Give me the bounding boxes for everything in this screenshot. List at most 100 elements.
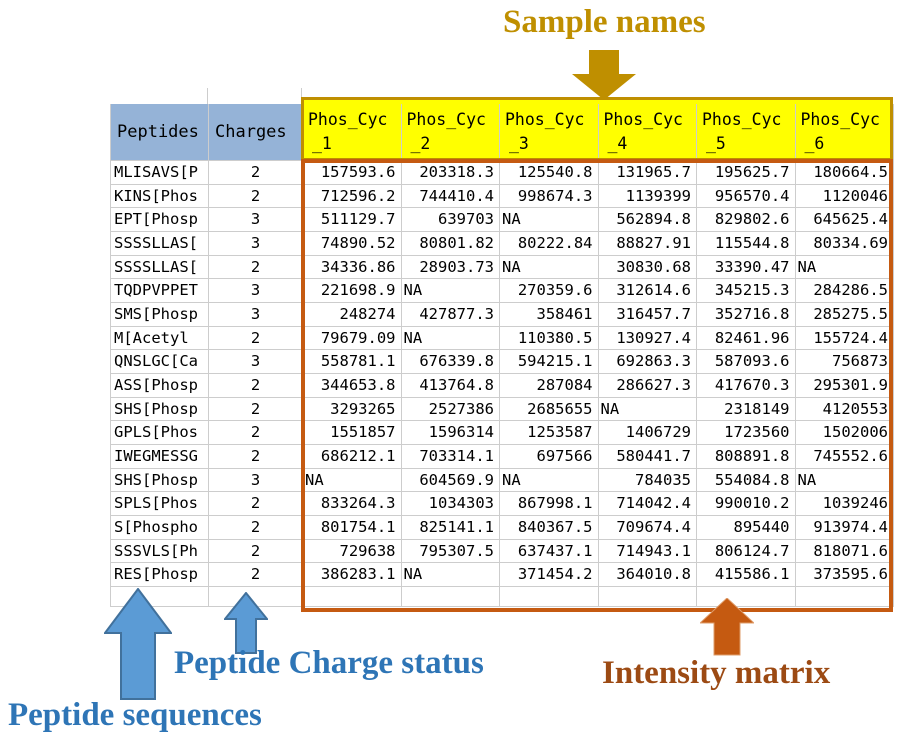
- charge-cell[interactable]: 2: [209, 161, 303, 185]
- peptide-cell[interactable]: S[Phospho: [111, 515, 209, 540]
- intensity-cell[interactable]: 248274: [303, 302, 402, 327]
- intensity-cell[interactable]: 352716.8: [697, 302, 796, 327]
- intensity-cell[interactable]: 413764.8: [401, 373, 500, 398]
- charge-cell[interactable]: 2: [209, 492, 303, 516]
- intensity-cell[interactable]: 34336.86: [303, 255, 402, 280]
- intensity-cell[interactable]: 558781.1: [303, 350, 402, 374]
- intensity-cell[interactable]: 373595.6: [795, 563, 894, 587]
- peptide-cell[interactable]: SHS[Phosp: [111, 468, 209, 493]
- intensity-cell[interactable]: 130927.4: [598, 326, 697, 351]
- intensity-cell[interactable]: 1253587: [500, 421, 599, 445]
- intensity-cell[interactable]: 714943.1: [598, 539, 697, 564]
- peptide-cell[interactable]: KINS[Phos: [111, 184, 209, 209]
- column-header-phos_cyc_3[interactable]: Phos_Cyc_3: [500, 104, 599, 161]
- intensity-cell[interactable]: NA: [500, 468, 599, 493]
- intensity-cell[interactable]: 3293265: [303, 397, 402, 422]
- intensity-cell[interactable]: 703314.1: [401, 444, 500, 469]
- intensity-cell[interactable]: 80334.69: [795, 231, 894, 256]
- intensity-cell[interactable]: 808891.8: [697, 444, 796, 469]
- intensity-cell[interactable]: 4120553: [795, 397, 894, 422]
- intensity-cell[interactable]: 417670.3: [697, 373, 796, 398]
- empty-cell[interactable]: [401, 586, 500, 607]
- charge-cell[interactable]: 2: [209, 539, 303, 564]
- intensity-cell[interactable]: 427877.3: [401, 302, 500, 327]
- charge-cell[interactable]: 2: [209, 373, 303, 398]
- intensity-cell[interactable]: 604569.9: [401, 468, 500, 493]
- intensity-cell[interactable]: 115544.8: [697, 231, 796, 256]
- column-header-phos_cyc_4[interactable]: Phos_Cyc_4: [598, 104, 697, 161]
- intensity-cell[interactable]: 806124.7: [697, 539, 796, 564]
- intensity-cell[interactable]: NA: [401, 279, 500, 303]
- peptide-cell[interactable]: M[Acetyl: [111, 326, 209, 351]
- intensity-cell[interactable]: 1406729: [598, 421, 697, 445]
- intensity-cell[interactable]: 358461: [500, 302, 599, 327]
- intensity-cell[interactable]: 195625.7: [697, 161, 796, 185]
- charge-cell[interactable]: 3: [209, 279, 303, 303]
- empty-cell[interactable]: [795, 586, 894, 607]
- intensity-cell[interactable]: 745552.6: [795, 444, 894, 469]
- charge-cell[interactable]: 2: [209, 444, 303, 469]
- intensity-cell[interactable]: 645625.4: [795, 208, 894, 232]
- peptide-cell[interactable]: SHS[Phosp: [111, 397, 209, 422]
- column-header-phos_cyc_6[interactable]: Phos_Cyc_6: [795, 104, 894, 161]
- intensity-cell[interactable]: 562894.8: [598, 208, 697, 232]
- intensity-cell[interactable]: 203318.3: [401, 161, 500, 185]
- charge-cell[interactable]: 3: [209, 208, 303, 232]
- charge-cell[interactable]: 3: [209, 231, 303, 256]
- peptide-cell[interactable]: SSSSLLAS[: [111, 255, 209, 280]
- intensity-cell[interactable]: 1596314: [401, 421, 500, 445]
- intensity-cell[interactable]: 180664.5: [795, 161, 894, 185]
- intensity-cell[interactable]: NA: [401, 563, 500, 587]
- intensity-cell[interactable]: 345215.3: [697, 279, 796, 303]
- charge-cell[interactable]: 2: [209, 421, 303, 445]
- intensity-cell[interactable]: 554084.8: [697, 468, 796, 493]
- intensity-cell[interactable]: 637437.1: [500, 539, 599, 564]
- intensity-cell[interactable]: 1034303: [401, 492, 500, 516]
- peptide-cell[interactable]: GPLS[Phos: [111, 421, 209, 445]
- intensity-cell[interactable]: 125540.8: [500, 161, 599, 185]
- intensity-cell[interactable]: 580441.7: [598, 444, 697, 469]
- intensity-cell[interactable]: 80222.84: [500, 231, 599, 256]
- intensity-cell[interactable]: 88827.91: [598, 231, 697, 256]
- charge-cell[interactable]: 2: [209, 326, 303, 351]
- intensity-cell[interactable]: 287084: [500, 373, 599, 398]
- intensity-cell[interactable]: 998674.3: [500, 184, 599, 209]
- column-header-peptides[interactable]: Peptides: [111, 104, 209, 161]
- peptide-cell[interactable]: TQDPVPPET: [111, 279, 209, 303]
- column-header-phos_cyc_1[interactable]: Phos_Cyc_1: [303, 104, 402, 161]
- intensity-cell[interactable]: 157593.6: [303, 161, 402, 185]
- intensity-cell[interactable]: 284286.5: [795, 279, 894, 303]
- intensity-cell[interactable]: 840367.5: [500, 515, 599, 540]
- intensity-cell[interactable]: 744410.4: [401, 184, 500, 209]
- intensity-cell[interactable]: 697566: [500, 444, 599, 469]
- intensity-cell[interactable]: 818071.6: [795, 539, 894, 564]
- intensity-cell[interactable]: 131965.7: [598, 161, 697, 185]
- intensity-cell[interactable]: 415586.1: [697, 563, 796, 587]
- peptide-cell[interactable]: QNSLGC[Ca: [111, 350, 209, 374]
- intensity-cell[interactable]: 79679.09: [303, 326, 402, 351]
- intensity-cell[interactable]: 316457.7: [598, 302, 697, 327]
- intensity-cell[interactable]: 30830.68: [598, 255, 697, 280]
- intensity-cell[interactable]: 1039246: [795, 492, 894, 516]
- intensity-cell[interactable]: 28903.73: [401, 255, 500, 280]
- intensity-cell[interactable]: 594215.1: [500, 350, 599, 374]
- intensity-cell[interactable]: 795307.5: [401, 539, 500, 564]
- intensity-cell[interactable]: 639703: [401, 208, 500, 232]
- intensity-cell[interactable]: NA: [598, 397, 697, 422]
- charge-cell[interactable]: 2: [209, 515, 303, 540]
- intensity-cell[interactable]: NA: [303, 468, 402, 493]
- empty-cell[interactable]: [697, 586, 796, 607]
- intensity-cell[interactable]: 511129.7: [303, 208, 402, 232]
- peptide-cell[interactable]: EPT[Phosp: [111, 208, 209, 232]
- intensity-cell[interactable]: NA: [401, 326, 500, 351]
- intensity-cell[interactable]: 33390.47: [697, 255, 796, 280]
- intensity-cell[interactable]: 82461.96: [697, 326, 796, 351]
- intensity-cell[interactable]: NA: [795, 468, 894, 493]
- intensity-cell[interactable]: 312614.6: [598, 279, 697, 303]
- intensity-cell[interactable]: 364010.8: [598, 563, 697, 587]
- intensity-cell[interactable]: 1502006: [795, 421, 894, 445]
- charge-cell[interactable]: 3: [209, 350, 303, 374]
- intensity-cell[interactable]: 2685655: [500, 397, 599, 422]
- intensity-cell[interactable]: 676339.8: [401, 350, 500, 374]
- intensity-cell[interactable]: NA: [500, 255, 599, 280]
